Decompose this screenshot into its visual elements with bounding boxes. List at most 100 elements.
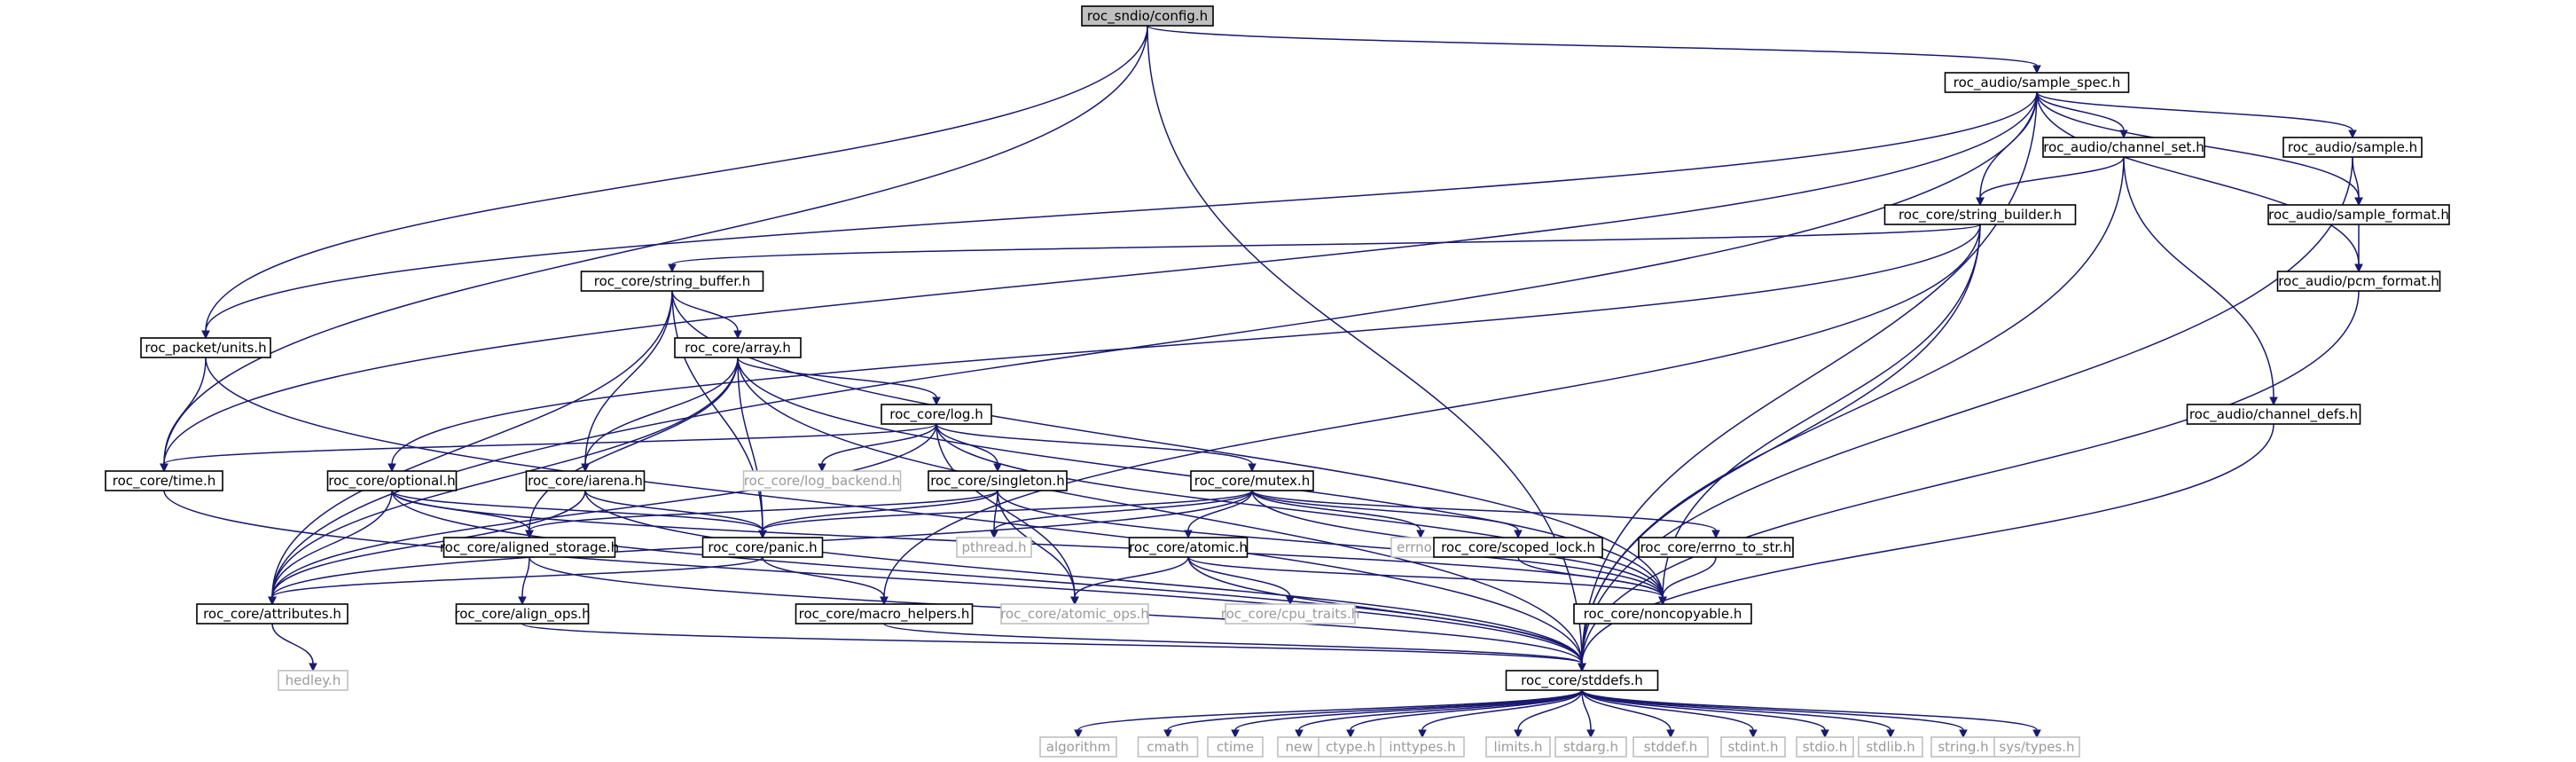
edge-line (163, 357, 207, 465)
node-label: algorithm (1046, 739, 1110, 755)
node-box (1554, 736, 1627, 758)
edge-arrowhead (932, 397, 941, 406)
node-roc-core-errno-to-str-h[interactable]: roc_core/errno_to_str.h (1638, 537, 1794, 558)
node-label: string.h (1938, 739, 1988, 755)
node-box (442, 537, 616, 558)
node-roc-audio-sample-h[interactable]: roc_audio/sample.h (2282, 137, 2423, 158)
node-roc-sndio-config-h[interactable]: roc_sndio/config.h (1081, 5, 1214, 27)
edge-line (271, 490, 586, 598)
node-label: roc_core/atomic.h (1129, 539, 1248, 556)
node-roc-audio-channel-defs-h[interactable]: roc_audio/channel_defs.h (2186, 404, 2361, 425)
node-label: roc_core/log.h (889, 406, 983, 423)
edge-line (391, 490, 763, 531)
edge-stddefs-to-limits (1514, 689, 1583, 739)
edge-atomic-to-atomic_ops (1070, 556, 1189, 606)
node-roc-core-mutex-h[interactable]: roc_core/mutex.h (1190, 470, 1314, 491)
edge-line (997, 490, 1076, 598)
node-roc-core-optional-h[interactable]: roc_core/optional.h (326, 470, 458, 491)
node-label: roc_core/errno_to_str.h (1640, 539, 1792, 556)
node-label: roc_audio/channel_set.h (2043, 139, 2204, 156)
node-roc-core-atomic-ops-h: roc_core/atomic_ops.h (1000, 603, 1149, 625)
edge-arrowhead (990, 530, 998, 539)
node-roc-packet-units-h[interactable]: roc_packet/units.h (140, 337, 271, 358)
edge-align_ops-to-stddefs (521, 623, 1586, 672)
edge-line (1077, 689, 1583, 731)
edge-arrowhead (1886, 729, 1895, 739)
edge-arrowhead (2348, 130, 2357, 139)
node-roc-audio-pcm-format-h[interactable]: roc_audio/pcm_format.h (2276, 271, 2441, 292)
edge-arrowhead (2269, 397, 2278, 406)
node-label: roc_core/scoped_lock.h (1441, 539, 1595, 556)
node-roc-core-iarena-h[interactable]: roc_core/iarena.h (525, 470, 646, 491)
edge-line (1581, 224, 1981, 664)
edge-sample_format-to-pcm_format (2354, 224, 2363, 273)
edge-stddefs-to-inttypes (1418, 689, 1583, 739)
node-roc-audio-channel-set-h[interactable]: roc_audio/channel_set.h (2042, 137, 2205, 158)
node-new: new (1277, 736, 1321, 758)
node-roc-core-macro-helpers-h[interactable]: roc_core/macro_helpers.h (795, 603, 974, 625)
edge-line (762, 490, 1253, 531)
edge-line (1581, 689, 1891, 731)
node-roc-core-array-h[interactable]: roc_core/array.h (674, 337, 802, 358)
node-stdio-h: stdio.h (1796, 736, 1854, 758)
edge-sample_spec-to-time (160, 91, 2038, 473)
edge-line (163, 490, 1583, 664)
edge-line (391, 224, 1981, 465)
edge-panic-to-attributes (268, 556, 763, 606)
node-label: roc_core/stddefs.h (1521, 672, 1643, 689)
node-stdlib-h: stdlib.h (1858, 736, 1923, 758)
edge-stddefs-to-new (1295, 689, 1583, 739)
node-roc-core-time-h[interactable]: roc_core/time.h (105, 470, 223, 491)
edge-log-to-time (160, 423, 937, 473)
node-roc-core-noncopyable-h[interactable]: roc_core/noncopyable.h (1573, 603, 1752, 625)
edge-arrowhead (1658, 596, 1667, 606)
node-pthread-h: pthread.h (956, 537, 1032, 558)
node-roc-core-aligned-storage-h[interactable]: roc_core/aligned_storage.h (440, 537, 619, 558)
edge-line (883, 224, 1981, 598)
node-roc-core-stddefs-h[interactable]: roc_core/stddefs.h (1505, 670, 1659, 691)
node-label: roc_core/iarena.h (528, 473, 643, 490)
edge-arrowhead (1231, 729, 1240, 739)
node-roc-core-string-buffer-h[interactable]: roc_core/string_buffer.h (580, 271, 764, 292)
edge-line (762, 556, 885, 598)
edge-line (271, 490, 393, 598)
edge-arrowhead (309, 663, 317, 672)
node-label: limits.h (1493, 739, 1542, 755)
node-roc-audio-sample-spec-h[interactable]: roc_audio/sample_spec.h (1944, 72, 2130, 93)
edge-stddefs-to-ctype (1346, 689, 1583, 739)
node-roc-core-string-builder-h[interactable]: roc_core/string_builder.h (1883, 204, 2077, 225)
node-roc-core-attributes-h[interactable]: roc_core/attributes.h (196, 603, 348, 625)
node-roc-audio-sample-format-h[interactable]: roc_audio/sample_format.h (2267, 204, 2450, 225)
node-roc-core-scoped-lock-h[interactable]: roc_core/scoped_lock.h (1433, 537, 1603, 558)
node-label: roc_core/array.h (685, 340, 791, 357)
edge-line (1074, 556, 1189, 598)
edge-line (1251, 490, 1519, 531)
node-box (525, 470, 646, 491)
node-label: sys/types.h (1999, 739, 2074, 755)
edge-line (936, 423, 1664, 598)
node-hedley-h: hedley.h (278, 670, 348, 691)
node-box (795, 603, 974, 625)
node-label: roc_core/aligned_storage.h (440, 539, 619, 556)
edge-line (271, 623, 314, 664)
node-roc-core-atomic-h[interactable]: roc_core/atomic.h (1128, 537, 1249, 558)
edge-line (529, 357, 739, 531)
edge-stddefs-to-stdlib (1581, 689, 1895, 739)
node-inttypes-h: inttypes.h (1380, 736, 1465, 758)
edge-line (1147, 25, 2038, 67)
edge-line (2036, 91, 2125, 131)
node-box (674, 337, 802, 358)
node-roc-core-panic-h[interactable]: roc_core/panic.h (701, 537, 824, 558)
node-label: roc_core/noncopyable.h (1584, 606, 1742, 623)
node-stdint-h: stdint.h (1720, 736, 1786, 758)
node-box (1638, 537, 1794, 558)
edge-channel_set-to-channel_defs (2123, 156, 2278, 406)
node-roc-core-singleton-h[interactable]: roc_core/singleton.h (928, 470, 1068, 491)
node-roc-core-align-ops-h[interactable]: roc_core/align_ops.h (454, 603, 591, 625)
edge-line (1187, 490, 1253, 531)
edge-line (737, 357, 937, 398)
edge-arrowhead (758, 530, 767, 539)
node-roc-core-log-h[interactable]: roc_core/log.h (881, 404, 992, 425)
edge-aligned_storage-to-align_ops (518, 556, 530, 606)
